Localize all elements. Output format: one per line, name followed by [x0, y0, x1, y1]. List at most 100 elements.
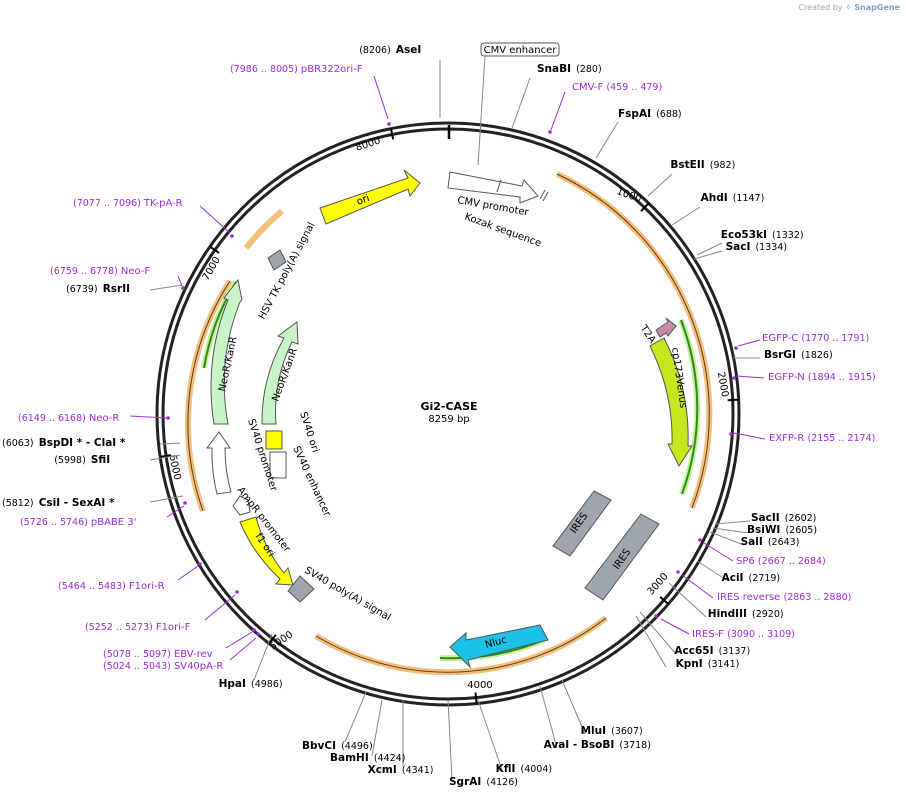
- tick-mark: [640, 202, 650, 212]
- primer-label: (5024 .. 5043) SV40pA-R: [103, 661, 223, 672]
- sv40-ori-feature: [265, 430, 283, 450]
- t2a-label: T2A: [637, 323, 658, 346]
- enzyme-label: SacI (1334): [726, 235, 787, 254]
- primer-leader: [225, 631, 253, 649]
- primer-mark: [166, 416, 170, 420]
- kozak-mark-1: [539, 189, 546, 200]
- plasmid-name: Gi2-CASE: [420, 400, 477, 413]
- primer-label: EXFP-R (2155 .. 2174): [769, 433, 875, 444]
- enzyme-leader: [696, 560, 729, 582]
- tick-mark: [209, 245, 220, 254]
- enzyme-leader: [344, 691, 367, 743]
- tick-mark: [390, 128, 395, 140]
- enzyme-label: KpnI (3141): [676, 652, 740, 671]
- primer-leader: [373, 75, 389, 120]
- primer-label: (5726 .. 5746) pBABE 3': [20, 517, 136, 528]
- cp173venus-feature: [649, 337, 693, 468]
- primer-leader: [177, 565, 199, 581]
- sv40-promoter-feature: [206, 431, 232, 495]
- primer-leader: [703, 542, 734, 562]
- t2a-feature: [655, 317, 677, 338]
- tick-mark: [659, 596, 670, 605]
- enzyme-label: MluI (3607): [581, 719, 643, 738]
- ampr-promoter-feature: [232, 495, 251, 516]
- primer-leader: [733, 432, 766, 440]
- primer-mark: [732, 376, 736, 380]
- primer-mark: [548, 130, 552, 134]
- primer-mark: [183, 501, 187, 505]
- cmv-enhancer-leader: [477, 55, 486, 166]
- enzyme-label: AhdI (1147): [701, 186, 765, 205]
- primer-labels: (7986 .. 8005) pBR322ori-F CMV-F (459 .. …: [18, 64, 876, 672]
- tick-mark: [727, 398, 739, 402]
- primer-label: (5078 .. 5097) EBV-rev: [103, 649, 213, 660]
- enzyme-label: BbvCI (4496): [302, 734, 373, 753]
- primer-label: (7986 .. 8005) pBR322ori-F: [230, 64, 363, 75]
- snapgene-credit: Created by ✧ SnapGene: [798, 3, 900, 12]
- enzyme-label: (6739) RsrII: [66, 277, 130, 296]
- tick-label: 4000: [467, 680, 492, 691]
- enzyme-leader: [539, 685, 558, 749]
- enzyme-leader: [709, 531, 745, 546]
- hsv-tk-polya-feature: [267, 249, 287, 271]
- enzyme-leader: [693, 250, 723, 260]
- ires-feature-2: [584, 513, 660, 601]
- primer-label: (6759 .. 6778) Neo-F: [50, 266, 150, 277]
- tick-label: 3000: [646, 571, 671, 597]
- orf-arc-1-line: [556, 173, 710, 509]
- enzyme-label: BsrGI (1826): [764, 343, 833, 362]
- primer-mark: [181, 286, 185, 290]
- primer-label: IRES reverse (2863 .. 2880): [717, 592, 851, 603]
- primer-label: EGFP-N (1894 .. 1915): [768, 372, 876, 383]
- enzyme-label: BamHI (4424): [330, 746, 405, 765]
- enzyme-leader: [696, 242, 723, 256]
- orf-arc-3-line: [187, 280, 231, 512]
- sv40-enhancer-feature: [269, 451, 287, 479]
- primer-label: (5252 .. 5273) F1ori-F: [85, 622, 191, 633]
- enzyme-leader: [477, 699, 503, 771]
- primer-label: SP6 (2667 .. 2684): [736, 556, 826, 567]
- enzyme-label: Eco53kI (1332): [721, 223, 804, 242]
- primer-leader: [660, 618, 690, 635]
- tick-label: 2000: [715, 371, 730, 398]
- enzyme-leader: [712, 527, 749, 534]
- enzyme-label: SgrAI (4126): [449, 770, 518, 789]
- enzyme-leader: [149, 495, 184, 503]
- ori-label: ori: [355, 193, 371, 208]
- tick-label: 5000: [268, 629, 295, 652]
- primer-leader: [681, 574, 714, 599]
- sv40-polya-label: SV40 poly(A) signal: [303, 565, 393, 623]
- enzyme-leader: [511, 77, 531, 129]
- enzyme-label: HpaI (4986): [219, 672, 283, 691]
- kozak-mark-2: [542, 191, 549, 202]
- primer-leader: [129, 415, 168, 419]
- cmv-enhancer-box: [480, 42, 560, 57]
- primer-mark: [252, 628, 256, 632]
- primer-mark: [387, 122, 391, 126]
- primer-label: EGFP-C (1770 .. 1791): [762, 333, 869, 344]
- ires-feature-1: [552, 490, 612, 557]
- cmv-promoter-feature: [447, 171, 539, 204]
- enzyme-leader: [159, 442, 181, 445]
- f1-ori-feature: [239, 516, 294, 586]
- cmv-enhancer-label: CMV enhancer: [484, 45, 558, 56]
- hsv-tk-label: HSV TK poly(A) signal: [257, 221, 318, 322]
- tick-label: 1000: [615, 186, 643, 205]
- enzyme-leader: [149, 454, 181, 461]
- neokanr-inner-feature: [261, 321, 299, 425]
- plasmid-length: 8259 bp: [428, 414, 469, 425]
- primer-leader: [229, 637, 257, 661]
- tick-label: 6000: [166, 454, 182, 481]
- primer-mark: [698, 538, 702, 542]
- primer-leader: [177, 275, 183, 287]
- primer-mark: [676, 570, 680, 574]
- enzyme-label: (5998) SfiI: [54, 448, 110, 467]
- primer-label: CMV-F (459 .. 479): [572, 82, 662, 93]
- cmv-promoter-divider: [496, 179, 502, 193]
- primer-label: (7077 .. 7096) TK-pA-R: [73, 198, 183, 209]
- enzyme-label: BsiWI (2605): [747, 518, 817, 537]
- primer-label: IRES-F (3090 .. 3109): [692, 629, 795, 640]
- primer-leader: [550, 91, 566, 131]
- enzyme-label: (8206) AseI: [359, 38, 421, 57]
